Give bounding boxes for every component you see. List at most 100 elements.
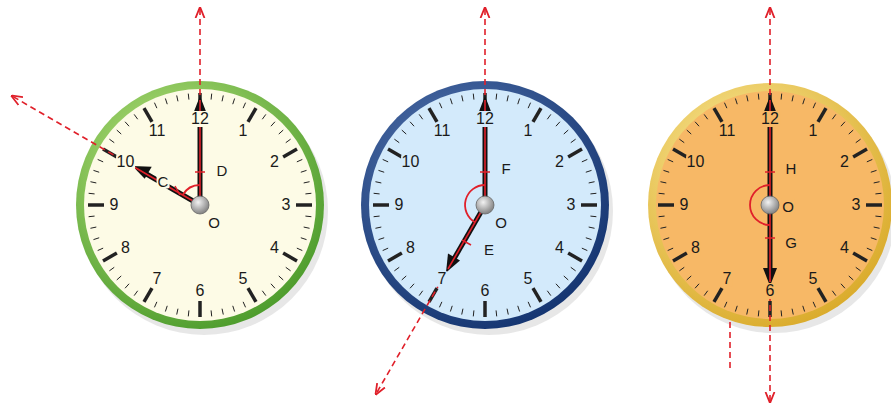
clock-number: 6	[480, 283, 491, 299]
clock-tick	[496, 94, 498, 100]
clock-tick	[818, 288, 826, 302]
clock-tick	[305, 193, 311, 195]
clock-tick	[724, 103, 726, 108]
clock-tick	[89, 193, 95, 195]
clock-tick	[383, 248, 388, 250]
clock-tick	[673, 253, 687, 261]
clock-number: 9	[109, 197, 120, 213]
clock-tick	[134, 114, 138, 119]
clock-tick	[874, 182, 880, 183]
clock-tick	[735, 98, 737, 104]
clock-tick	[564, 276, 568, 280]
clock-tick	[568, 149, 582, 157]
clock-number: 8	[405, 240, 416, 256]
clock-number: 1	[523, 123, 534, 139]
clock-tick	[586, 170, 592, 172]
clock-tick	[874, 227, 880, 228]
clock-tick	[304, 182, 310, 183]
clock-hands	[376, 8, 494, 394]
clock-tick	[301, 170, 307, 172]
clock-tick	[660, 227, 666, 228]
clock-number: 4	[839, 240, 850, 256]
clock-tick	[547, 291, 551, 296]
clock-tick	[582, 248, 587, 250]
clock-tick	[374, 216, 380, 218]
clock-tick	[568, 253, 582, 261]
clock-tick	[248, 288, 256, 302]
clock-tick	[388, 253, 402, 261]
clock-tick	[154, 103, 156, 108]
clock-tick	[243, 302, 245, 307]
clock-tick	[109, 139, 114, 143]
clock-tick	[297, 248, 302, 250]
clock-tick	[571, 267, 576, 271]
clock-tick	[271, 122, 275, 126]
clock-tick	[279, 130, 283, 134]
clock-number: 9	[394, 197, 405, 213]
clock-tick	[803, 98, 805, 104]
clock-tick	[117, 130, 121, 134]
clock-tick	[867, 248, 872, 250]
clock-tick	[758, 310, 760, 316]
clock-tick	[373, 203, 389, 207]
clock-tick	[109, 267, 114, 271]
clock-tick	[832, 114, 836, 119]
clock-tick	[279, 276, 283, 280]
clock-tick	[198, 301, 202, 317]
clock-tick	[582, 159, 587, 161]
clock-tick	[305, 216, 311, 218]
clock-tick	[533, 108, 541, 122]
point-label: E	[483, 242, 495, 257]
clock-tick	[663, 238, 669, 240]
clock-tick	[90, 182, 96, 183]
clock-tick	[714, 288, 722, 302]
clock-tick	[856, 267, 861, 271]
clock-number: 5	[523, 271, 534, 287]
clock-tick	[735, 306, 737, 312]
clock-tick	[533, 288, 541, 302]
clock-tick	[547, 114, 551, 119]
clock-number: 7	[722, 271, 733, 287]
clock-tick	[747, 309, 748, 315]
clock-tick	[211, 310, 213, 316]
point-label: O	[494, 215, 508, 230]
clock-tick	[419, 291, 423, 296]
clock-number: 4	[269, 240, 280, 256]
clock-number: 6	[195, 283, 206, 299]
clock-tick	[818, 108, 826, 122]
clock-tick	[165, 306, 167, 312]
clock-tick	[117, 276, 121, 280]
clock-tick	[658, 203, 674, 207]
clock-tick	[93, 170, 99, 172]
clock-tick	[679, 139, 684, 143]
clock-tick	[283, 149, 297, 157]
clock-number: 12	[760, 111, 780, 127]
clock-tick	[410, 284, 414, 288]
clock-tick	[88, 203, 104, 207]
clock-tick	[660, 182, 666, 183]
clock-tick	[297, 159, 302, 161]
clock-tick	[781, 94, 783, 100]
clock-number: 9	[679, 197, 690, 213]
point-label: C	[157, 174, 170, 189]
clock-tick	[704, 114, 708, 119]
clock-tick	[188, 94, 190, 100]
clock-tick	[853, 149, 867, 157]
clock-number: 10	[401, 154, 421, 170]
clock-tick	[378, 238, 384, 240]
clock-tick	[165, 98, 167, 104]
clock-tick	[803, 306, 805, 312]
clock-tick	[383, 159, 388, 161]
clock-number: 10	[686, 154, 706, 170]
point-label: F	[500, 161, 511, 176]
clock-tick	[659, 216, 665, 218]
clock-tick	[473, 310, 475, 316]
clock-number: 2	[554, 154, 565, 170]
clock-tick	[832, 291, 836, 296]
clock-tick	[394, 139, 399, 143]
clock-tick	[248, 108, 256, 122]
clock-hands	[12, 8, 209, 214]
point-label: H	[785, 161, 798, 176]
clock-tick	[419, 114, 423, 119]
clock-tick	[849, 276, 853, 280]
